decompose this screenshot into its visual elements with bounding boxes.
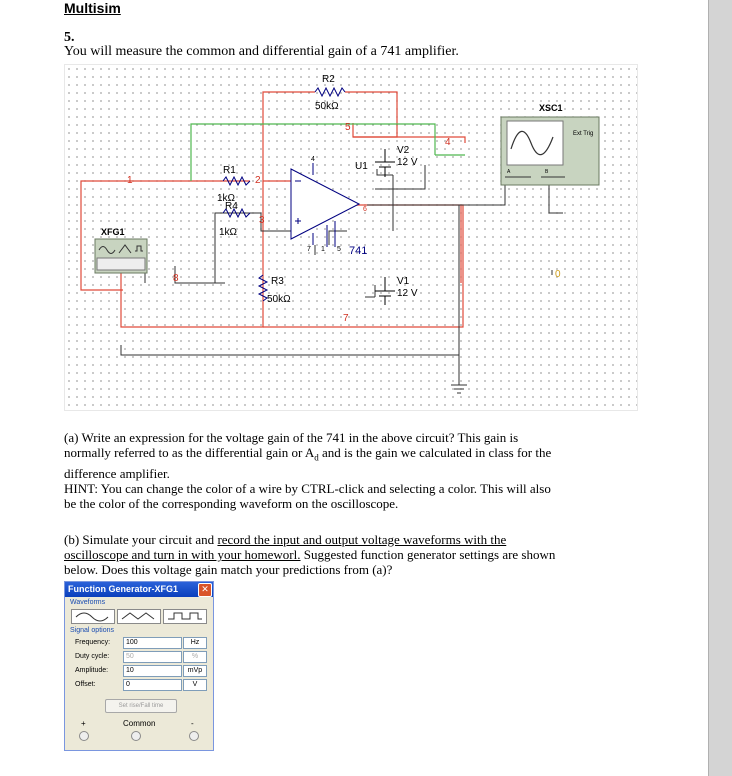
opamp-741 <box>290 163 361 247</box>
node-0: 0 <box>555 269 561 280</box>
label-741: 741 <box>349 245 367 257</box>
label-v2-value: 12 V <box>397 157 418 168</box>
amplitude-unit[interactable]: mVp <box>183 665 207 677</box>
label-v2: V2 <box>397 145 410 156</box>
sine-wave-button[interactable] <box>71 609 115 624</box>
duty-cycle-label: Duty cycle: <box>75 653 110 660</box>
node-7: 7 <box>343 313 349 324</box>
resistor-r2 <box>314 86 346 98</box>
node-8: 8 <box>173 273 179 284</box>
frequency-unit[interactable]: Hz <box>183 637 207 649</box>
label-r3-value: 50kΩ <box>267 294 291 305</box>
offset-input[interactable]: 0 <box>123 679 182 691</box>
label-u1: U1 <box>355 161 368 172</box>
frequency-input[interactable]: 100 <box>123 637 182 649</box>
circuit-schematic: R2 50kΩ R1 1kΩ R4 1kΩ R3 50kΩ 4 <box>64 64 638 411</box>
label-r4: R4 <box>225 201 238 212</box>
label-pin4: 4 <box>311 156 315 163</box>
minus-terminal-label: - <box>191 719 194 728</box>
label-scope-a: A <box>507 169 511 175</box>
label-pin5: 5 <box>337 246 341 253</box>
question-number: 5. <box>64 30 75 45</box>
common-terminal[interactable] <box>131 731 141 741</box>
amplitude-input[interactable]: 10 <box>123 665 182 677</box>
node-2: 2 <box>255 175 261 186</box>
label-v1: V1 <box>397 276 410 287</box>
part-a-paragraph: (a) Write an expression for the voltage … <box>64 430 624 511</box>
part-a-line1: (a) Write an expression for the voltage … <box>64 430 519 445</box>
battery-v2 <box>375 149 395 177</box>
node-4: 4 <box>445 137 451 148</box>
label-r1-value: 1kΩ <box>217 193 236 204</box>
dialog-title: Function Generator-XFG1 <box>68 584 179 594</box>
part-a-line2: normally referred to as the differential… <box>64 445 552 463</box>
square-wave-button[interactable] <box>163 609 207 624</box>
red-wires <box>80 91 466 328</box>
node-1: 1 <box>127 175 133 186</box>
label-r1: R1 <box>223 165 236 176</box>
label-r2-value: 50kΩ <box>315 101 339 112</box>
label-xsc1: XSC1 <box>539 103 563 113</box>
set-rise-fall-button[interactable]: Set rise/Fall time <box>105 699 177 713</box>
resistor-r4 <box>222 207 251 219</box>
document-title: Multisim <box>64 0 121 16</box>
plus-terminal-label: + <box>81 719 86 728</box>
offset-unit[interactable]: V <box>183 679 207 691</box>
duty-cycle-input[interactable]: 50 <box>123 651 182 663</box>
duty-cycle-unit[interactable]: % <box>183 651 207 663</box>
function-generator-xfg1[interactable] <box>94 238 148 274</box>
label-r4-value: 1kΩ <box>219 227 238 238</box>
waveforms-label: Waveforms <box>70 599 106 606</box>
part-a-line3: difference amplifier. <box>64 465 170 481</box>
plus-terminal[interactable] <box>79 731 89 741</box>
label-ext-trig: Ext Trig <box>573 131 593 137</box>
green-wire <box>190 123 465 181</box>
label-r3: R3 <box>271 276 284 287</box>
minus-terminal[interactable] <box>189 731 199 741</box>
node-3: 3 <box>259 215 265 226</box>
label-v1-value: 12 V <box>397 288 418 299</box>
part-b-line2: oscilloscope and turn in with your homew… <box>64 547 556 562</box>
amplitude-label: Amplitude: <box>75 667 109 674</box>
part-a-hint-line2: be the color of the corresponding wavefo… <box>64 495 399 511</box>
battery-v1 <box>375 277 395 305</box>
signal-options-label: Signal options <box>70 627 114 634</box>
label-pin1: 1 <box>321 246 325 253</box>
question-intro: You will measure the common and differen… <box>64 44 459 59</box>
part-b-paragraph: (b) Simulate your circuit and record the… <box>64 532 624 577</box>
resistor-r3 <box>257 274 269 302</box>
label-pin7: 7 <box>307 246 311 253</box>
part-a-hint-line1: HINT: You can change the color of a wire… <box>64 480 551 496</box>
function-generator-dialog: Function Generator-XFG1 ✕ Waveforms Sign… <box>64 581 214 751</box>
frequency-label: Frequency: <box>75 639 111 646</box>
ground-icon <box>451 384 467 394</box>
waveform-selector <box>71 609 207 624</box>
common-terminal-label: Common <box>123 719 156 728</box>
node-5: 5 <box>345 122 351 133</box>
label-r2: R2 <box>322 74 335 85</box>
label-scope-b: B <box>545 169 549 175</box>
dialog-title-bar: Function Generator-XFG1 ✕ <box>65 582 213 597</box>
triangle-wave-button[interactable] <box>117 609 161 624</box>
resistor-r1 <box>222 175 251 187</box>
part-b-line1: (b) Simulate your circuit and record the… <box>64 532 507 547</box>
label-xfg1: XFG1 <box>101 227 125 237</box>
oscilloscope-xsc1[interactable] <box>500 116 600 186</box>
part-b-line3: below. Does this voltage gain match your… <box>64 562 393 577</box>
vertical-scrollbar[interactable] <box>708 0 732 776</box>
offset-label: Offset: <box>75 681 96 688</box>
close-icon[interactable]: ✕ <box>198 583 212 597</box>
node-6: 6 <box>363 206 367 213</box>
